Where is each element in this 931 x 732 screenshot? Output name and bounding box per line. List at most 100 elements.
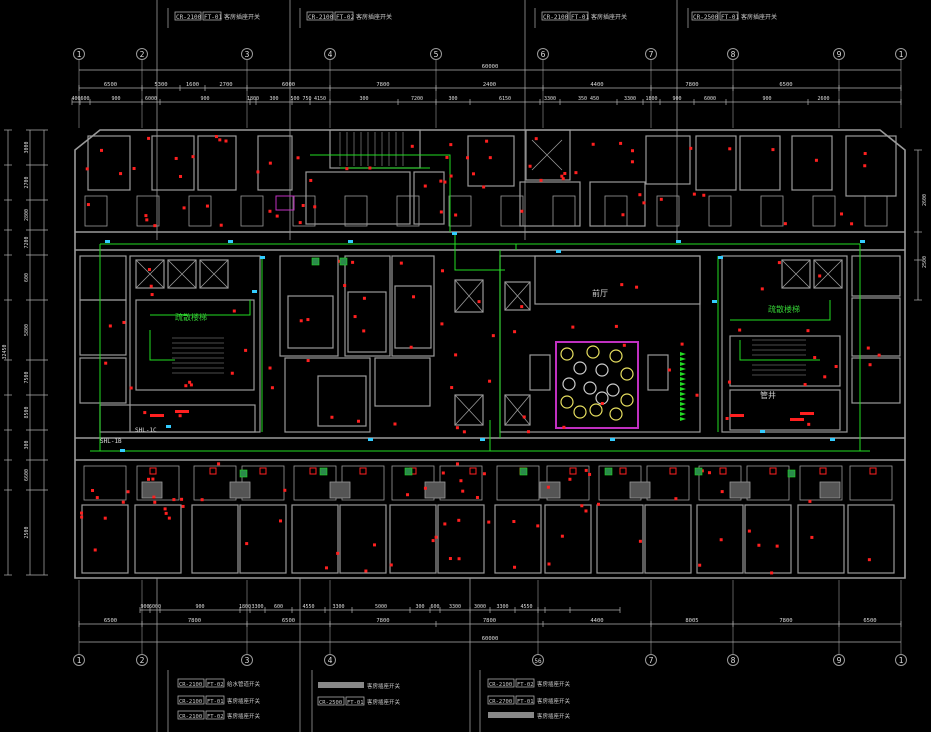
legend-code: CR-2100 <box>489 682 512 688</box>
bath-bottom <box>849 465 893 501</box>
red-device <box>275 214 279 218</box>
red-device <box>455 426 459 430</box>
axis-bubble-top <box>895 48 907 60</box>
room-top <box>695 135 737 191</box>
legend-desc: 客房插座开关 <box>537 712 571 720</box>
axis-label-top: 1 <box>899 50 904 59</box>
legend-code-box <box>177 695 205 705</box>
red-device <box>224 139 228 143</box>
legend-code: CR-2700 <box>489 699 512 705</box>
legend-top: CR-2100 FT-01 客房插座开关 CR-2100 FT-02 客房插座开… <box>174 11 777 21</box>
red-device <box>95 496 99 500</box>
red-device <box>150 293 154 297</box>
red-device <box>571 325 575 329</box>
feature-circle <box>560 347 574 361</box>
legend-type-box <box>515 678 535 688</box>
green-box <box>311 257 320 266</box>
green-arrow <box>680 382 686 386</box>
washroom-top <box>760 195 784 227</box>
dim-text: 900 <box>111 96 120 102</box>
axis-label-top: 5 <box>434 50 439 59</box>
svg-text:FT-01: FT-01 <box>204 14 222 21</box>
dim-text: 1600 <box>186 82 199 88</box>
red-switch <box>819 467 827 475</box>
red-device <box>343 284 347 288</box>
red-device <box>268 209 272 213</box>
dim-text: 6000 <box>145 96 157 102</box>
red-switch <box>569 467 577 475</box>
bath-bottom <box>136 465 180 501</box>
red-device <box>439 210 443 214</box>
green-arrow <box>680 352 686 356</box>
red-device <box>93 548 97 552</box>
dim-text-v: 7200 <box>24 236 30 248</box>
red-device <box>443 522 447 526</box>
green-box <box>339 257 348 266</box>
red-device <box>179 174 183 178</box>
feature-circles <box>560 345 634 421</box>
cyan-device <box>260 256 265 259</box>
dimension-chain-left: 3000270028007200600580075008500300660025… <box>2 129 48 576</box>
dim-text: 3000 <box>474 604 486 610</box>
legend-desc: 客房插座开关 <box>537 697 571 705</box>
red-device <box>129 386 133 390</box>
red-switch <box>309 467 317 475</box>
bath-bottom <box>799 465 843 501</box>
red-device <box>834 364 838 368</box>
room-bottom <box>847 504 895 574</box>
dim-text-v: 2800 <box>24 209 30 221</box>
red-device <box>230 371 234 375</box>
wiring-green <box>90 154 870 452</box>
red-panel <box>800 412 814 415</box>
feature-circle <box>583 381 597 395</box>
legend-code-box <box>177 710 205 720</box>
legend-top-item: CR-2100 FT-02 客房插座开关 <box>306 11 392 21</box>
axis-bubble-bottom <box>833 654 845 666</box>
red-device <box>620 283 624 287</box>
red-device <box>163 507 167 511</box>
legend-code-box <box>177 678 205 688</box>
red-device <box>457 557 461 561</box>
legend-code: CR-2100 <box>179 699 202 705</box>
red-device <box>80 515 84 519</box>
axis-bubble-top <box>833 48 845 60</box>
legend-type: FT-02 <box>517 682 534 688</box>
red-device <box>561 177 565 181</box>
dim-text: 600 <box>430 604 439 610</box>
legend-desc: 给水管道开关 <box>227 680 261 688</box>
red-device <box>356 419 360 423</box>
red-device <box>393 422 397 426</box>
axis-bubble-top <box>324 48 336 60</box>
red-device <box>445 155 449 159</box>
red-device <box>482 472 486 476</box>
red-device <box>167 516 171 520</box>
green-arrow <box>680 402 686 406</box>
red-device <box>475 495 479 499</box>
dim-text-v: 8500 <box>24 406 30 418</box>
feature-circle <box>562 377 576 391</box>
shaft-bottom <box>539 481 561 499</box>
label-shaft: 管井 <box>760 390 776 400</box>
red-device <box>563 171 567 175</box>
red-device <box>200 498 204 502</box>
red-device <box>777 261 781 265</box>
red-switch <box>669 467 677 475</box>
red-device <box>477 300 481 304</box>
cyan-device <box>760 430 765 433</box>
rooms-top-row <box>84 129 897 227</box>
room-top <box>739 135 781 191</box>
red-device <box>534 137 538 141</box>
axis-bubble-top <box>727 48 739 60</box>
red-device <box>91 488 95 492</box>
red-device <box>630 160 634 164</box>
cyan-device <box>348 240 353 243</box>
bottom-leaders <box>156 578 481 732</box>
red-device <box>145 218 149 222</box>
cyan-device <box>712 300 717 303</box>
red-device <box>747 529 751 533</box>
red-device <box>700 469 704 473</box>
legend-type-box <box>205 710 225 720</box>
